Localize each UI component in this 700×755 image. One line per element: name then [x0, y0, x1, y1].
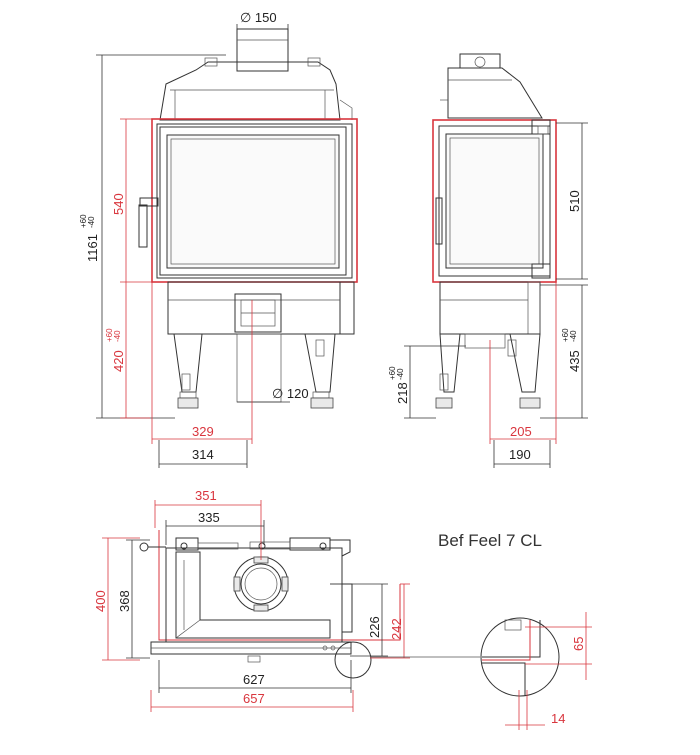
front-door-handle: [139, 197, 159, 207]
front-dimensions: ∅ 150 1161 +60 -40 540 420 +60 -40 ∅ 120…: [79, 10, 309, 468]
top-side-outer-label: 242: [389, 618, 404, 640]
side-leg-right: [509, 333, 541, 393]
detail-view: 65 14: [371, 612, 592, 730]
side-base-height-label: 435: [567, 350, 582, 372]
top-flue-ring: [233, 556, 289, 612]
side-inlet-height-label: 218: [395, 382, 410, 404]
front-base-height-tol-minus: -40: [113, 330, 122, 342]
side-depth-inner-label: 190: [509, 447, 531, 462]
side-depth-outer-label: 205: [510, 424, 532, 439]
detail-height-label: 65: [571, 637, 586, 651]
front-flue-collar: [236, 28, 289, 72]
front-total-height-tol-plus: +60: [79, 214, 88, 228]
front-total-height-tol-minus: -40: [87, 216, 96, 228]
top-width-inner-label: 335: [198, 510, 220, 525]
front-air-box: [234, 293, 282, 333]
side-leg-left: [439, 333, 461, 393]
top-dimensions: 351 335 400 368 226 242 627 657: [93, 488, 410, 712]
top-firebox: [175, 551, 331, 639]
side-glass: [445, 133, 544, 269]
top-detail-marker: [334, 641, 372, 679]
front-glass: [166, 134, 340, 269]
front-base-height-label: 420: [111, 350, 126, 372]
top-red-outline: [158, 530, 401, 641]
front-top-casing: [159, 61, 341, 121]
front-view: [138, 28, 358, 409]
top-side-inner-label: 226: [367, 616, 382, 638]
top-depth-outer-label: 400: [93, 590, 108, 612]
top-width-outer-label: 351: [195, 488, 217, 503]
front-leg-left: [173, 333, 203, 393]
side-view: [432, 53, 557, 409]
side-inlet-height-tol-plus: +60: [388, 366, 397, 380]
front-door: [156, 123, 353, 279]
front-width-inner-label: 314: [192, 447, 214, 462]
side-lower-body: [439, 281, 541, 335]
front-total-height-label: 1161: [85, 234, 100, 262]
top-depth-inner-label: 368: [117, 590, 132, 612]
top-length-inner-label: 627: [243, 672, 265, 687]
top-length-outer-label: 657: [243, 691, 265, 706]
front-leg-right: [304, 333, 336, 393]
side-flue-collar: [459, 53, 501, 69]
front-width-outer-label: 329: [192, 424, 214, 439]
detail-width-label: 14: [551, 711, 565, 726]
model-name: Bef Feel 7 CL: [438, 531, 542, 550]
side-dimensions: 510 435 +60 -40 218 +60 -40 205 190: [388, 122, 588, 468]
side-inlet-height-tol-minus: -40: [396, 368, 405, 380]
front-door-height-label: 540: [111, 193, 126, 215]
top-view: [139, 530, 401, 679]
front-flue-diameter-label: ∅ 150: [240, 10, 277, 25]
side-door-height-label: 510: [567, 190, 582, 212]
front-air-inlet-diameter-label: ∅ 120: [272, 386, 309, 401]
front-base-height-tol-plus: +60: [105, 328, 114, 342]
side-top-casing: [447, 67, 543, 119]
side-base-height-tol-plus: +60: [561, 328, 570, 342]
side-door-handle: [435, 197, 443, 245]
side-base-height-tol-minus: -40: [569, 330, 578, 342]
detail-circle: [480, 617, 560, 697]
side-door: [438, 125, 551, 277]
